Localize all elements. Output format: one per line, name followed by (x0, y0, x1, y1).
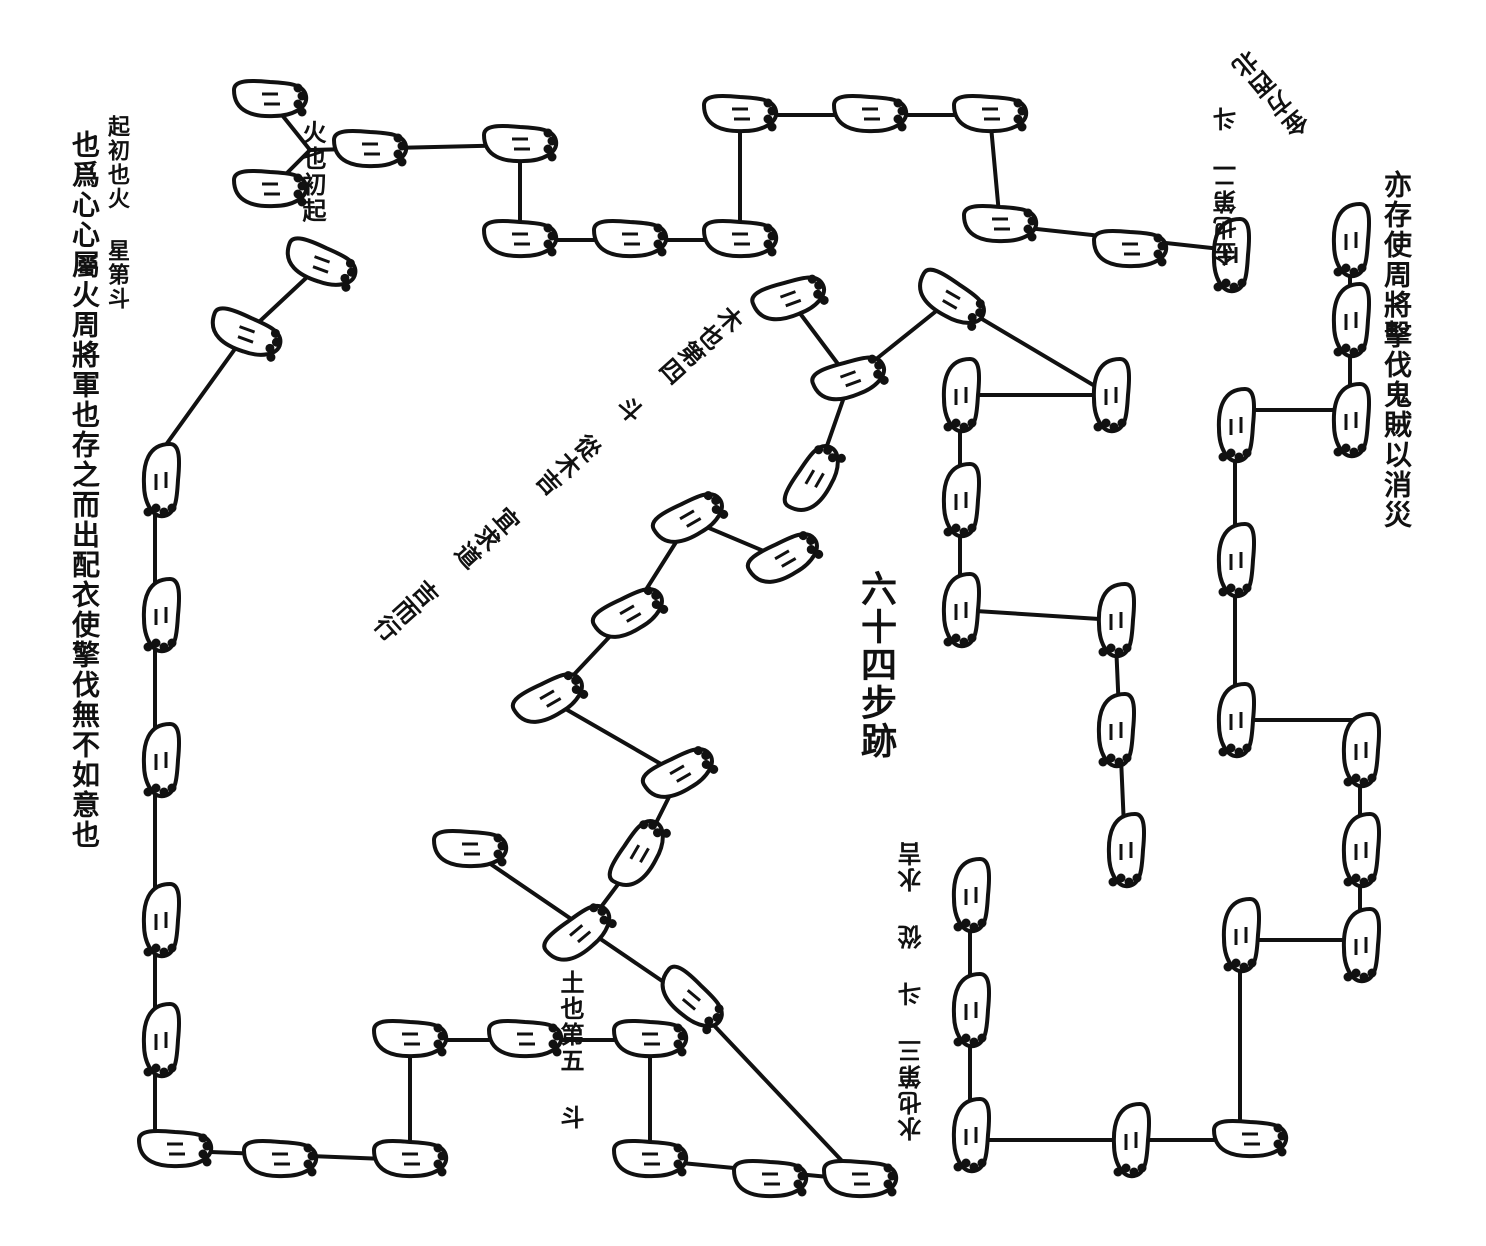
footprint-icon (231, 79, 309, 119)
footprint-icon (481, 124, 559, 164)
footprint-icon (650, 491, 729, 544)
footprint-icon (241, 1139, 319, 1179)
footprint-icon (141, 441, 181, 519)
left-note: 也爲心心屬火周將軍也存之而出配衣使擎伐無不如意也 (68, 130, 101, 850)
footprint-icon (951, 94, 1029, 134)
connector-line (688, 998, 862, 1182)
footprint-icon (542, 903, 617, 962)
footprint-icon (1091, 229, 1169, 269)
footprint-icon (941, 461, 981, 539)
footprint-icon (486, 1019, 564, 1059)
footprint-icon (371, 1019, 449, 1059)
footprint-icon (961, 204, 1039, 244)
footprint-icon (1216, 681, 1256, 759)
footprint-icon (750, 274, 829, 322)
footprint-icon (1216, 521, 1256, 599)
footprint-icon (611, 1019, 689, 1059)
footprint-icon (1341, 711, 1381, 789)
fire-label: 火也初起 (298, 120, 327, 224)
footprint-icon (951, 971, 991, 1049)
footprint-icon (782, 444, 846, 512)
footprint-icon (607, 819, 671, 887)
footprint-icon (1106, 811, 1146, 889)
footprint-icon (1216, 386, 1256, 464)
footprint-icon (481, 219, 559, 259)
footprint-icon (951, 1096, 991, 1174)
connector-line (958, 608, 1117, 622)
footprint-icon (640, 746, 719, 799)
footprint-icon (590, 586, 669, 639)
footprint-icon (1341, 906, 1381, 984)
footprint-icon (510, 671, 589, 724)
footprint-icon (745, 531, 824, 584)
metal-label: 金也第二 斗 (1212, 105, 1241, 266)
footprint-icon (1091, 356, 1131, 434)
connector-line (548, 698, 682, 777)
footprint-icon (1211, 1119, 1289, 1159)
earth-label: 土也第五 斗 (556, 970, 585, 1131)
footprints (136, 79, 1381, 1199)
diagram-title: 六十四步跡 (855, 570, 897, 760)
footprint-icon (831, 94, 909, 134)
footprint-icon (1341, 811, 1381, 889)
footprint-icon (1331, 281, 1371, 359)
footprint-icon (951, 856, 991, 934)
fire-sublabel: 起初也火 星第斗 (104, 115, 130, 311)
footprint-icon (431, 829, 509, 869)
footprint-icon (231, 169, 309, 209)
footprint-icon (731, 1159, 809, 1199)
footprint-icon (1111, 1101, 1151, 1179)
footprint-icon (331, 129, 409, 169)
footprint-icon (1211, 216, 1251, 294)
footprint-icon (701, 94, 779, 134)
footprint-icon (141, 576, 181, 654)
footprint-icon (918, 267, 986, 331)
footprint-icon (701, 219, 779, 259)
footprint-icon (1331, 381, 1371, 459)
footprint-icon (141, 881, 181, 959)
right-note: 亦存使周將擊伐鬼賊以消災 (1380, 170, 1413, 530)
footprint-icon (821, 1159, 899, 1199)
footprint-icon (1221, 896, 1261, 974)
footprint-icon (141, 1001, 181, 1079)
footprint-icon (136, 1129, 214, 1169)
footprint-icon (141, 721, 181, 799)
footprint-icon (285, 236, 358, 292)
footprint-icon (941, 571, 981, 649)
water-label: 水也第三 斗 從 水吉 (897, 840, 926, 1141)
footprint-icon (1096, 691, 1136, 769)
connector-line (153, 333, 247, 462)
footprint-icon (210, 306, 283, 362)
footprint-icon (660, 964, 724, 1035)
footprint-icon (1096, 581, 1136, 659)
footprint-icon (611, 1139, 689, 1179)
footprint-icon (810, 354, 889, 402)
footprint-icon (371, 1139, 449, 1179)
footprint-icon (1331, 201, 1371, 279)
footprint-icon (941, 356, 981, 434)
footprint-icon (591, 219, 669, 259)
